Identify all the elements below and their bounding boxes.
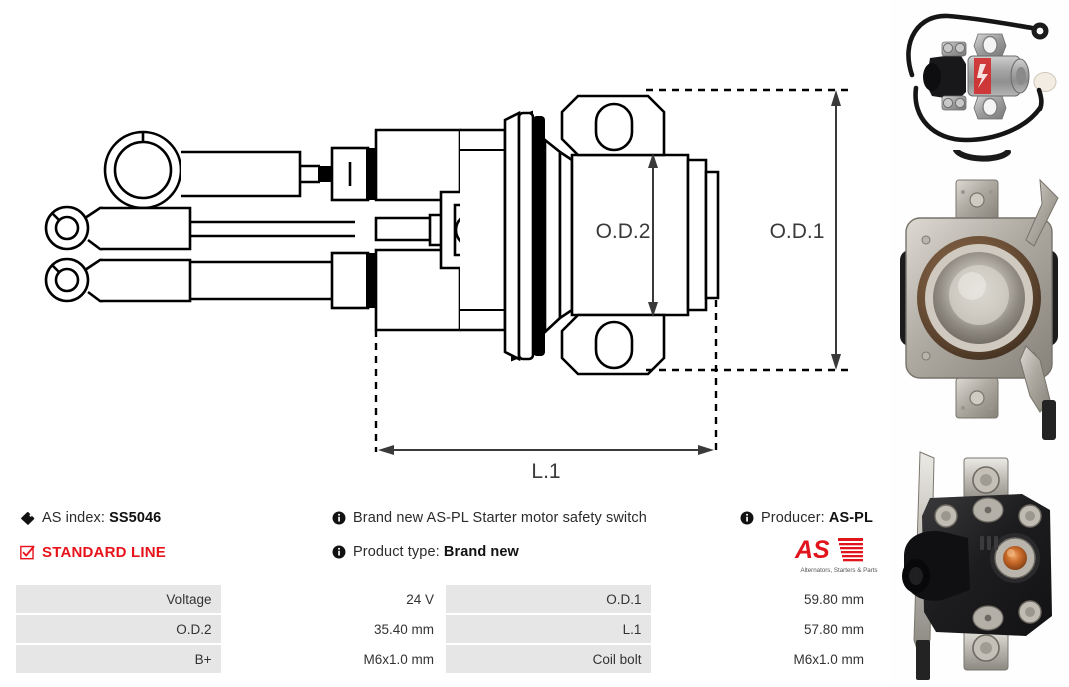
standard-line-text: STANDARD LINE (42, 543, 166, 561)
spec-value: M6x1.0 mm (223, 645, 444, 673)
as-index-item: AS index: SS5046 (20, 501, 161, 535)
producer-item: Producer: AS-PL (740, 501, 873, 535)
producer-value: AS-PL (828, 510, 873, 526)
spec-value: 59.80 mm (653, 585, 874, 613)
product-type-text: Product type: Brand new (353, 544, 519, 560)
checkbox-checked-icon (20, 545, 35, 560)
spec-label: B+ (16, 645, 222, 673)
info-icon (332, 511, 346, 525)
standard-line-badge: STANDARD LINE (20, 535, 166, 569)
spec-label: L.1 (445, 615, 652, 643)
dimension-l1 (378, 445, 714, 455)
technical-drawing: O.D.2 O.D.1 L.1 (44, 88, 848, 483)
producer-text: Producer: AS-PL (761, 510, 873, 526)
solenoid-with-cables-photo[interactable] (890, 0, 1069, 150)
spec-value: 57.80 mm (653, 615, 874, 643)
spec-label: Coil bolt (445, 645, 652, 673)
tag-icon (20, 511, 35, 526)
solenoid-with-cables-svg (890, 0, 1069, 150)
l1-label: L.1 (531, 460, 560, 483)
product-type-value: Brand new (443, 544, 519, 560)
product-type-item: Product type: Brand new (332, 535, 519, 569)
as-index-text: AS index: SS5046 (42, 510, 161, 526)
spec-label: O.D.1 (445, 585, 652, 613)
product-info-block: AS index: SS5046 Brand new AS-PL Starter… (0, 497, 890, 575)
aspl-logo-stripes (838, 538, 863, 562)
info-row-secondary: STANDARD LINE Product type: Brand new (0, 535, 890, 569)
solenoid-front-terminals-photo[interactable] (890, 440, 1069, 687)
dimension-od2 (648, 153, 658, 317)
table-row: Voltage 24 V O.D.1 59.80 mm (16, 585, 874, 613)
od1-label: O.D.1 (770, 220, 825, 243)
spec-label: O.D.2 (16, 615, 222, 643)
specifications-table: Voltage 24 V O.D.1 59.80 mm O.D.2 35.40 … (14, 583, 876, 675)
technical-drawing-svg: O.D.2 O.D.1 L.1 (44, 88, 848, 483)
solenoid-rear-metal-photo[interactable] (890, 150, 1069, 440)
spec-value: 35.40 mm (223, 615, 444, 643)
as-index-value: SS5046 (109, 510, 162, 526)
spec-value: 24 V (223, 585, 444, 613)
table-row: O.D.2 35.40 mm L.1 57.80 mm (16, 615, 874, 643)
dimension-od1 (831, 90, 841, 370)
info-row-primary: AS index: SS5046 Brand new AS-PL Starter… (0, 501, 890, 535)
producer-label: Producer: (761, 510, 825, 526)
product-photo-column (890, 0, 1069, 687)
spec-value: M6x1.0 mm (653, 645, 874, 673)
product-description-item: Brand new AS-PL Starter motor safety swi… (332, 501, 647, 535)
spec-label: Voltage (16, 585, 222, 613)
product-type-label: Product type: (353, 544, 440, 560)
table-row: B+ M6x1.0 mm Coil bolt M6x1.0 mm (16, 645, 874, 673)
od2-label: O.D.2 (596, 220, 651, 243)
solenoid-rear-metal-svg (890, 150, 1069, 440)
aspl-logo-wordmark: AS (794, 536, 830, 564)
solenoid-front-terminals-svg (890, 440, 1069, 687)
as-index-label: AS index: (42, 510, 105, 526)
info-icon (740, 511, 754, 525)
aspl-logo-tagline: Alternators, Starters & Parts (800, 567, 877, 574)
aspl-logo-svg: AS Alternators, Starters & Parts (794, 536, 878, 574)
product-description-text: Brand new AS-PL Starter motor safety swi… (353, 510, 647, 526)
info-icon (332, 545, 346, 559)
aspl-logo: AS Alternators, Starters & Parts (791, 534, 887, 576)
